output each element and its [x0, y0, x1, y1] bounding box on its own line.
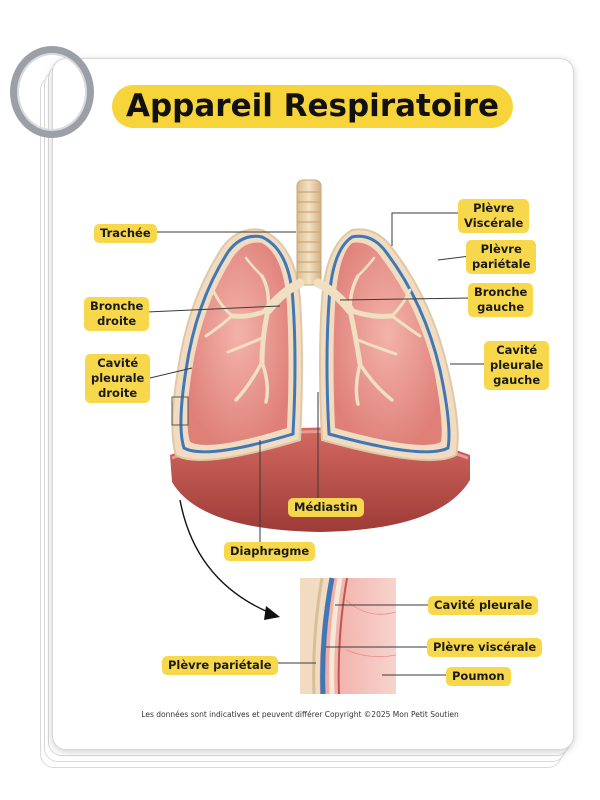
- label-plevre-viscerale: Plèvre Viscérale: [458, 199, 530, 233]
- bronchial-tree-right: [204, 256, 305, 404]
- left-lung: [333, 242, 442, 445]
- label-mediastin: Médiastin: [288, 498, 364, 517]
- right-lung-pleura: [179, 234, 297, 454]
- label-bronche-droite: Bronche droite: [84, 297, 150, 331]
- bronchial-tree-left: [313, 256, 422, 406]
- label-cavite-pleurale-gauche: Cavité pleurale gauche: [484, 341, 550, 390]
- label-trachee: Trachée: [94, 224, 157, 243]
- footer-copyright: Les données sont indicatives et peuvent …: [141, 710, 459, 719]
- label-cavite-pleurale-droite: Cavité pleurale droite: [85, 354, 151, 403]
- zoom-inset: [300, 577, 397, 695]
- zoom-arrow: [179, 499, 269, 613]
- binder-ring-icon: [10, 46, 94, 138]
- label-zoom-plevre-viscerale: Plèvre viscérale: [427, 638, 543, 657]
- label-plevre-parietale: Plèvre pariétale: [466, 240, 537, 274]
- right-lung: [187, 242, 289, 445]
- label-diaphragme: Diaphragme: [224, 542, 316, 561]
- zoom-marker: [171, 396, 189, 426]
- label-bronche-gauche: Bronche gauche: [468, 283, 534, 317]
- page-title: Appareil Respiratoire: [112, 85, 514, 128]
- label-zoom-cavite-pleurale: Cavité pleurale: [428, 596, 539, 615]
- left-lung-pleura: [325, 234, 451, 454]
- leader-lines: [146, 212, 487, 676]
- label-zoom-poumon: Poumon: [446, 667, 511, 686]
- label-zoom-plevre-parietale: Plèvre pariétale: [162, 656, 278, 675]
- arrow-head-icon: [264, 606, 280, 620]
